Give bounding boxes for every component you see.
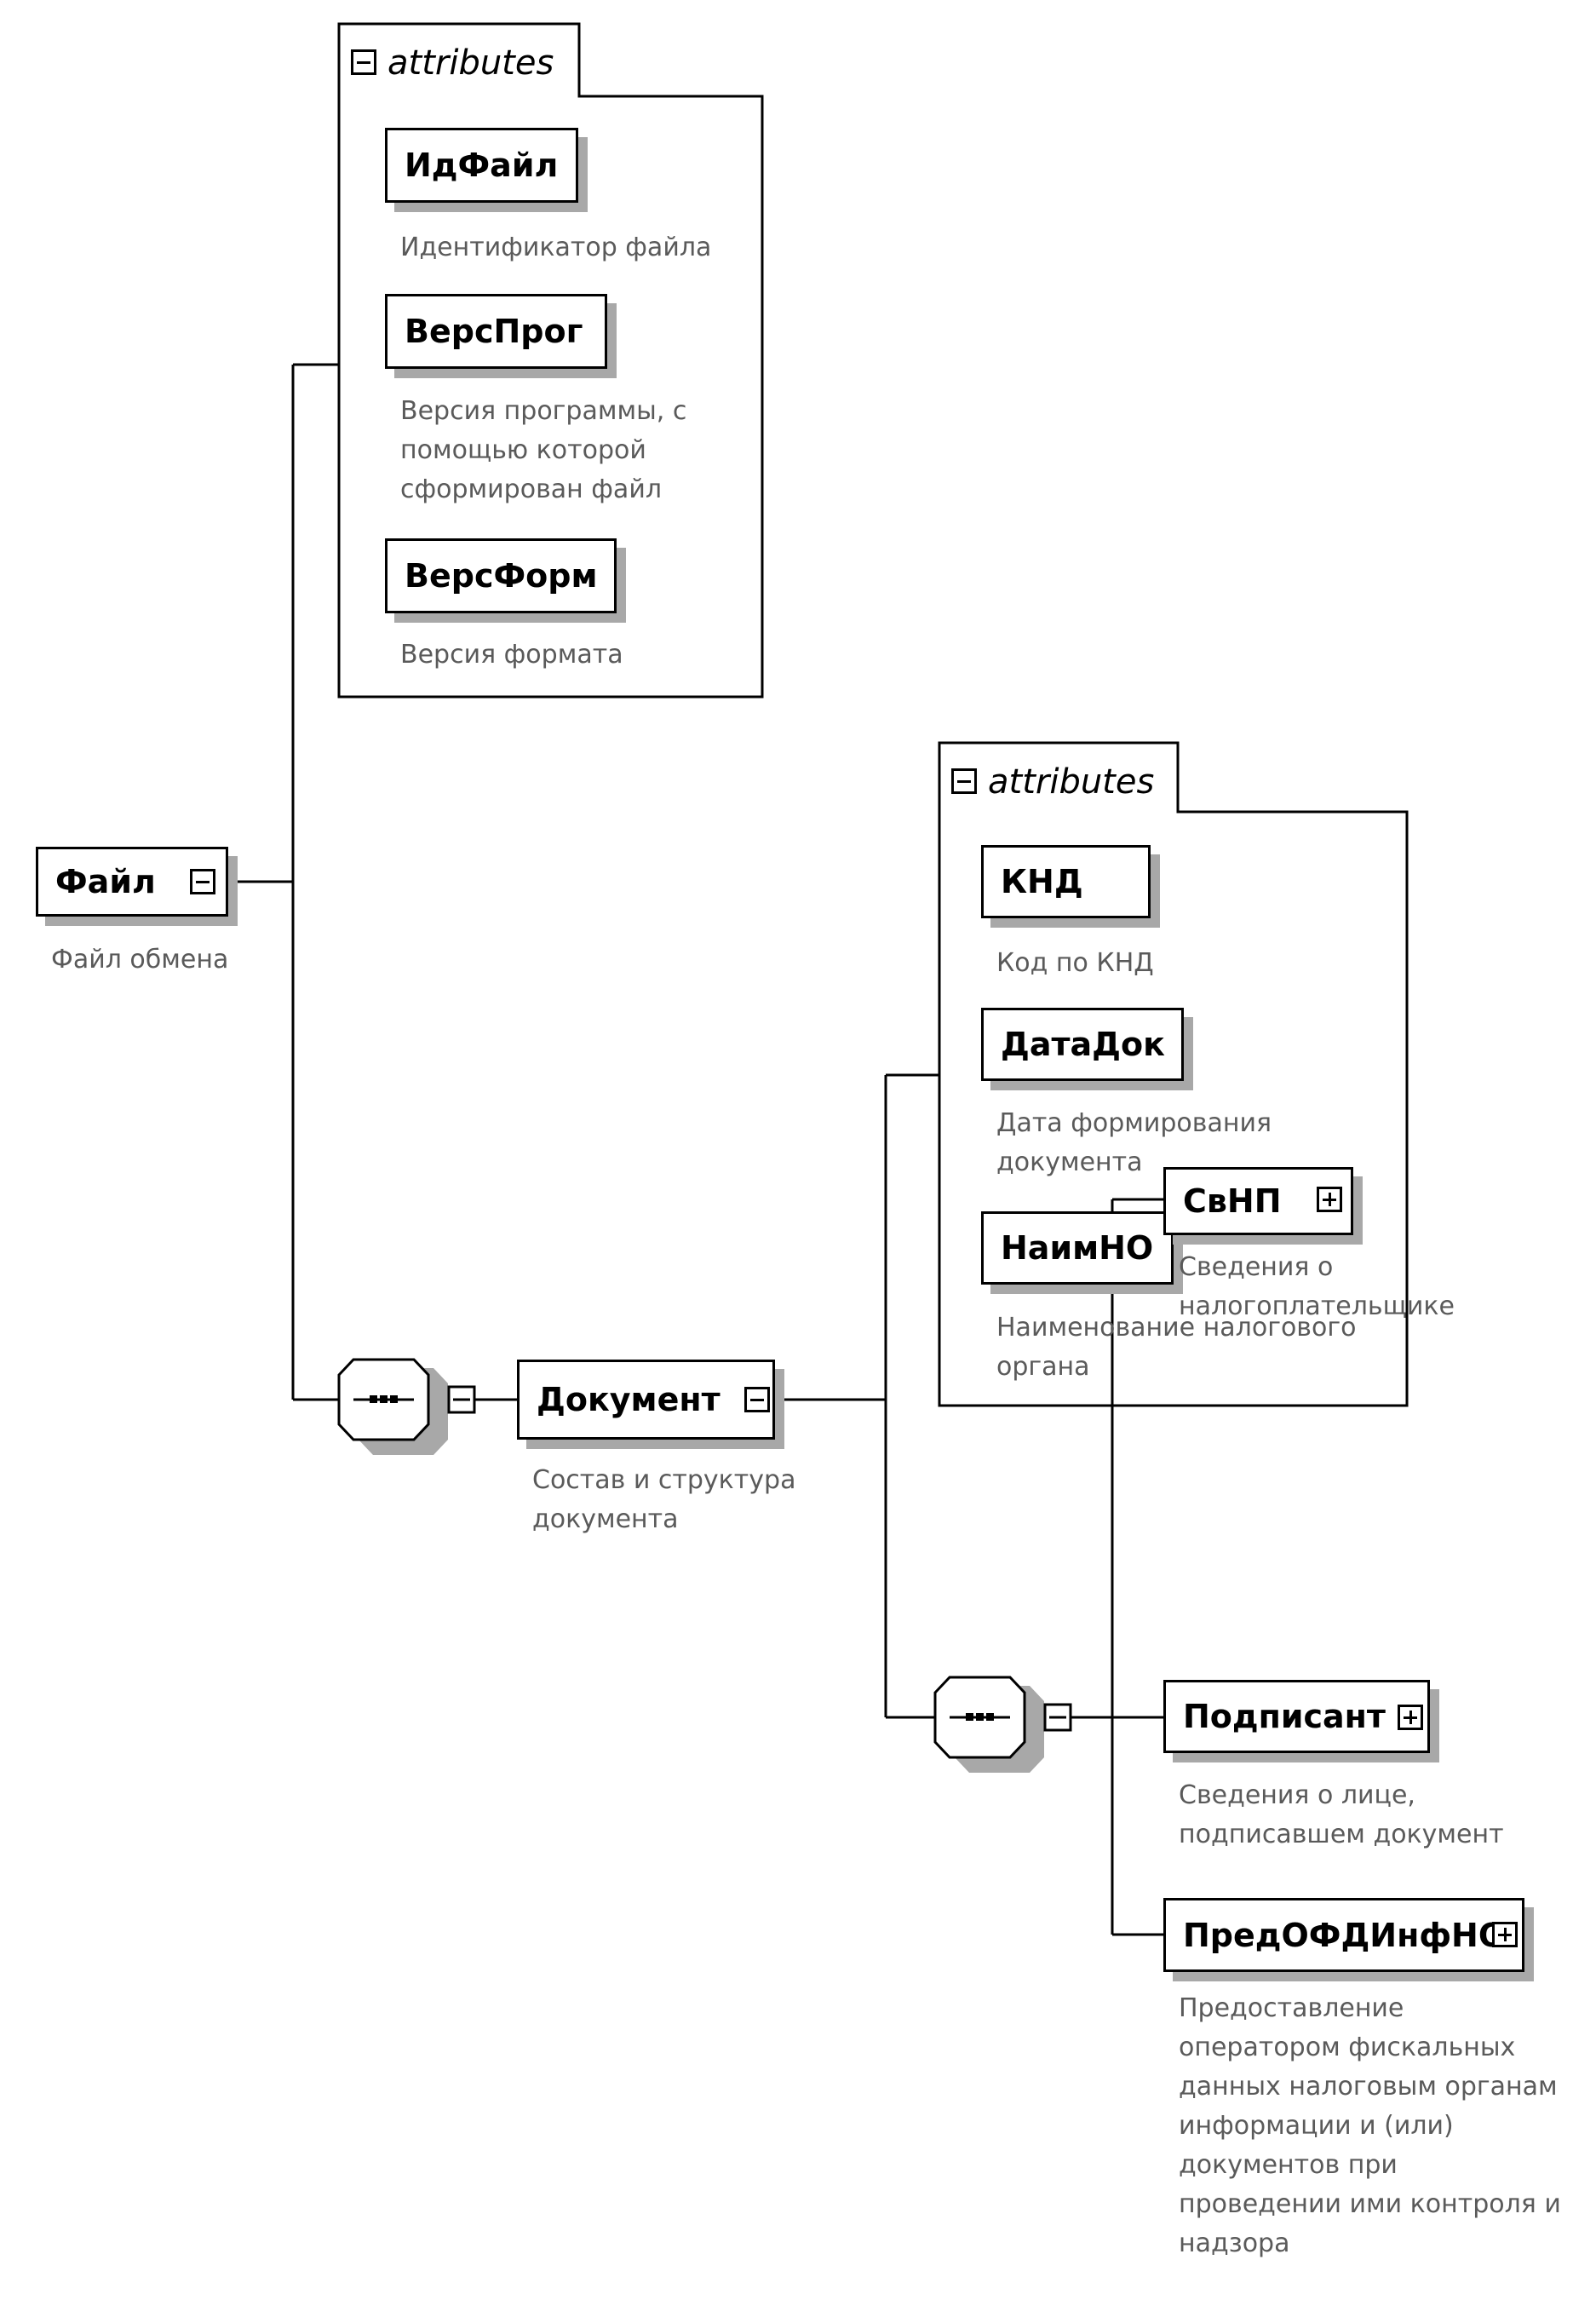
document-collapse-toggle[interactable]	[744, 1387, 770, 1412]
attribute-knd-box[interactable]: КНД	[981, 845, 1151, 918]
document-attributes-frame	[938, 741, 1409, 1407]
attribute-versform-box[interactable]: ВерсФорм	[385, 538, 617, 613]
document-element-desc: Состав и структура документа	[532, 1465, 796, 1534]
attribute-knd-desc: Код по КНД	[996, 948, 1154, 978]
sequence-compositor-1	[337, 1358, 476, 1455]
element-podpisant-box[interactable]: Подписант	[1163, 1680, 1430, 1753]
root-element-desc: Файл обмена	[51, 945, 229, 975]
attribute-datadok-desc: Дата формирования документа	[996, 1108, 1272, 1177]
root-attributes-title: attributes	[388, 43, 554, 83]
attribute-datadok-box[interactable]: ДатаДок	[981, 1008, 1184, 1081]
attribute-group-frames	[337, 22, 1409, 1407]
root-attributes-frame	[337, 22, 764, 699]
element-podpisant-desc: Сведения о лице, подписавшем документ	[1179, 1780, 1504, 1849]
attribute-versprog-desc: Версия программы, с помощью которой сфор…	[400, 396, 687, 504]
root-element-box[interactable]: Файл	[36, 847, 228, 917]
element-predofdinfno-desc: Предоставление оператором фискальных дан…	[1179, 1993, 1561, 2258]
element-svnp-desc: Сведения о налогоплательщике	[1179, 1252, 1455, 1321]
document-element-box[interactable]: Документ	[517, 1360, 775, 1440]
svnp-expand-toggle[interactable]	[1317, 1187, 1342, 1212]
podpisant-expand-toggle[interactable]	[1398, 1705, 1423, 1730]
attribute-versform-desc: Версия формата	[400, 640, 623, 670]
root-element-label: Файл	[55, 863, 156, 900]
root-collapse-toggle[interactable]	[190, 869, 215, 894]
attribute-idfile-desc: Идентификатор файла	[400, 233, 712, 262]
connector-lines	[228, 363, 1163, 1936]
document-attributes-title: attributes	[988, 762, 1155, 802]
root-attributes-collapse-toggle[interactable]	[351, 49, 376, 75]
attribute-versprog-box[interactable]: ВерсПрог	[385, 294, 607, 369]
attribute-naimno-box[interactable]: НаимНО	[981, 1211, 1174, 1285]
sequence-compositor-2	[933, 1676, 1072, 1773]
attribute-naimno-desc: Наименование налогового органа	[996, 1313, 1357, 1382]
predofdinfno-expand-toggle[interactable]	[1492, 1922, 1518, 1947]
element-predofdinfno-box[interactable]: ПредОФДИнфНО	[1163, 1898, 1524, 1972]
attribute-idfile-box[interactable]: ИдФайл	[385, 128, 578, 203]
document-attributes-collapse-toggle[interactable]	[951, 768, 977, 794]
